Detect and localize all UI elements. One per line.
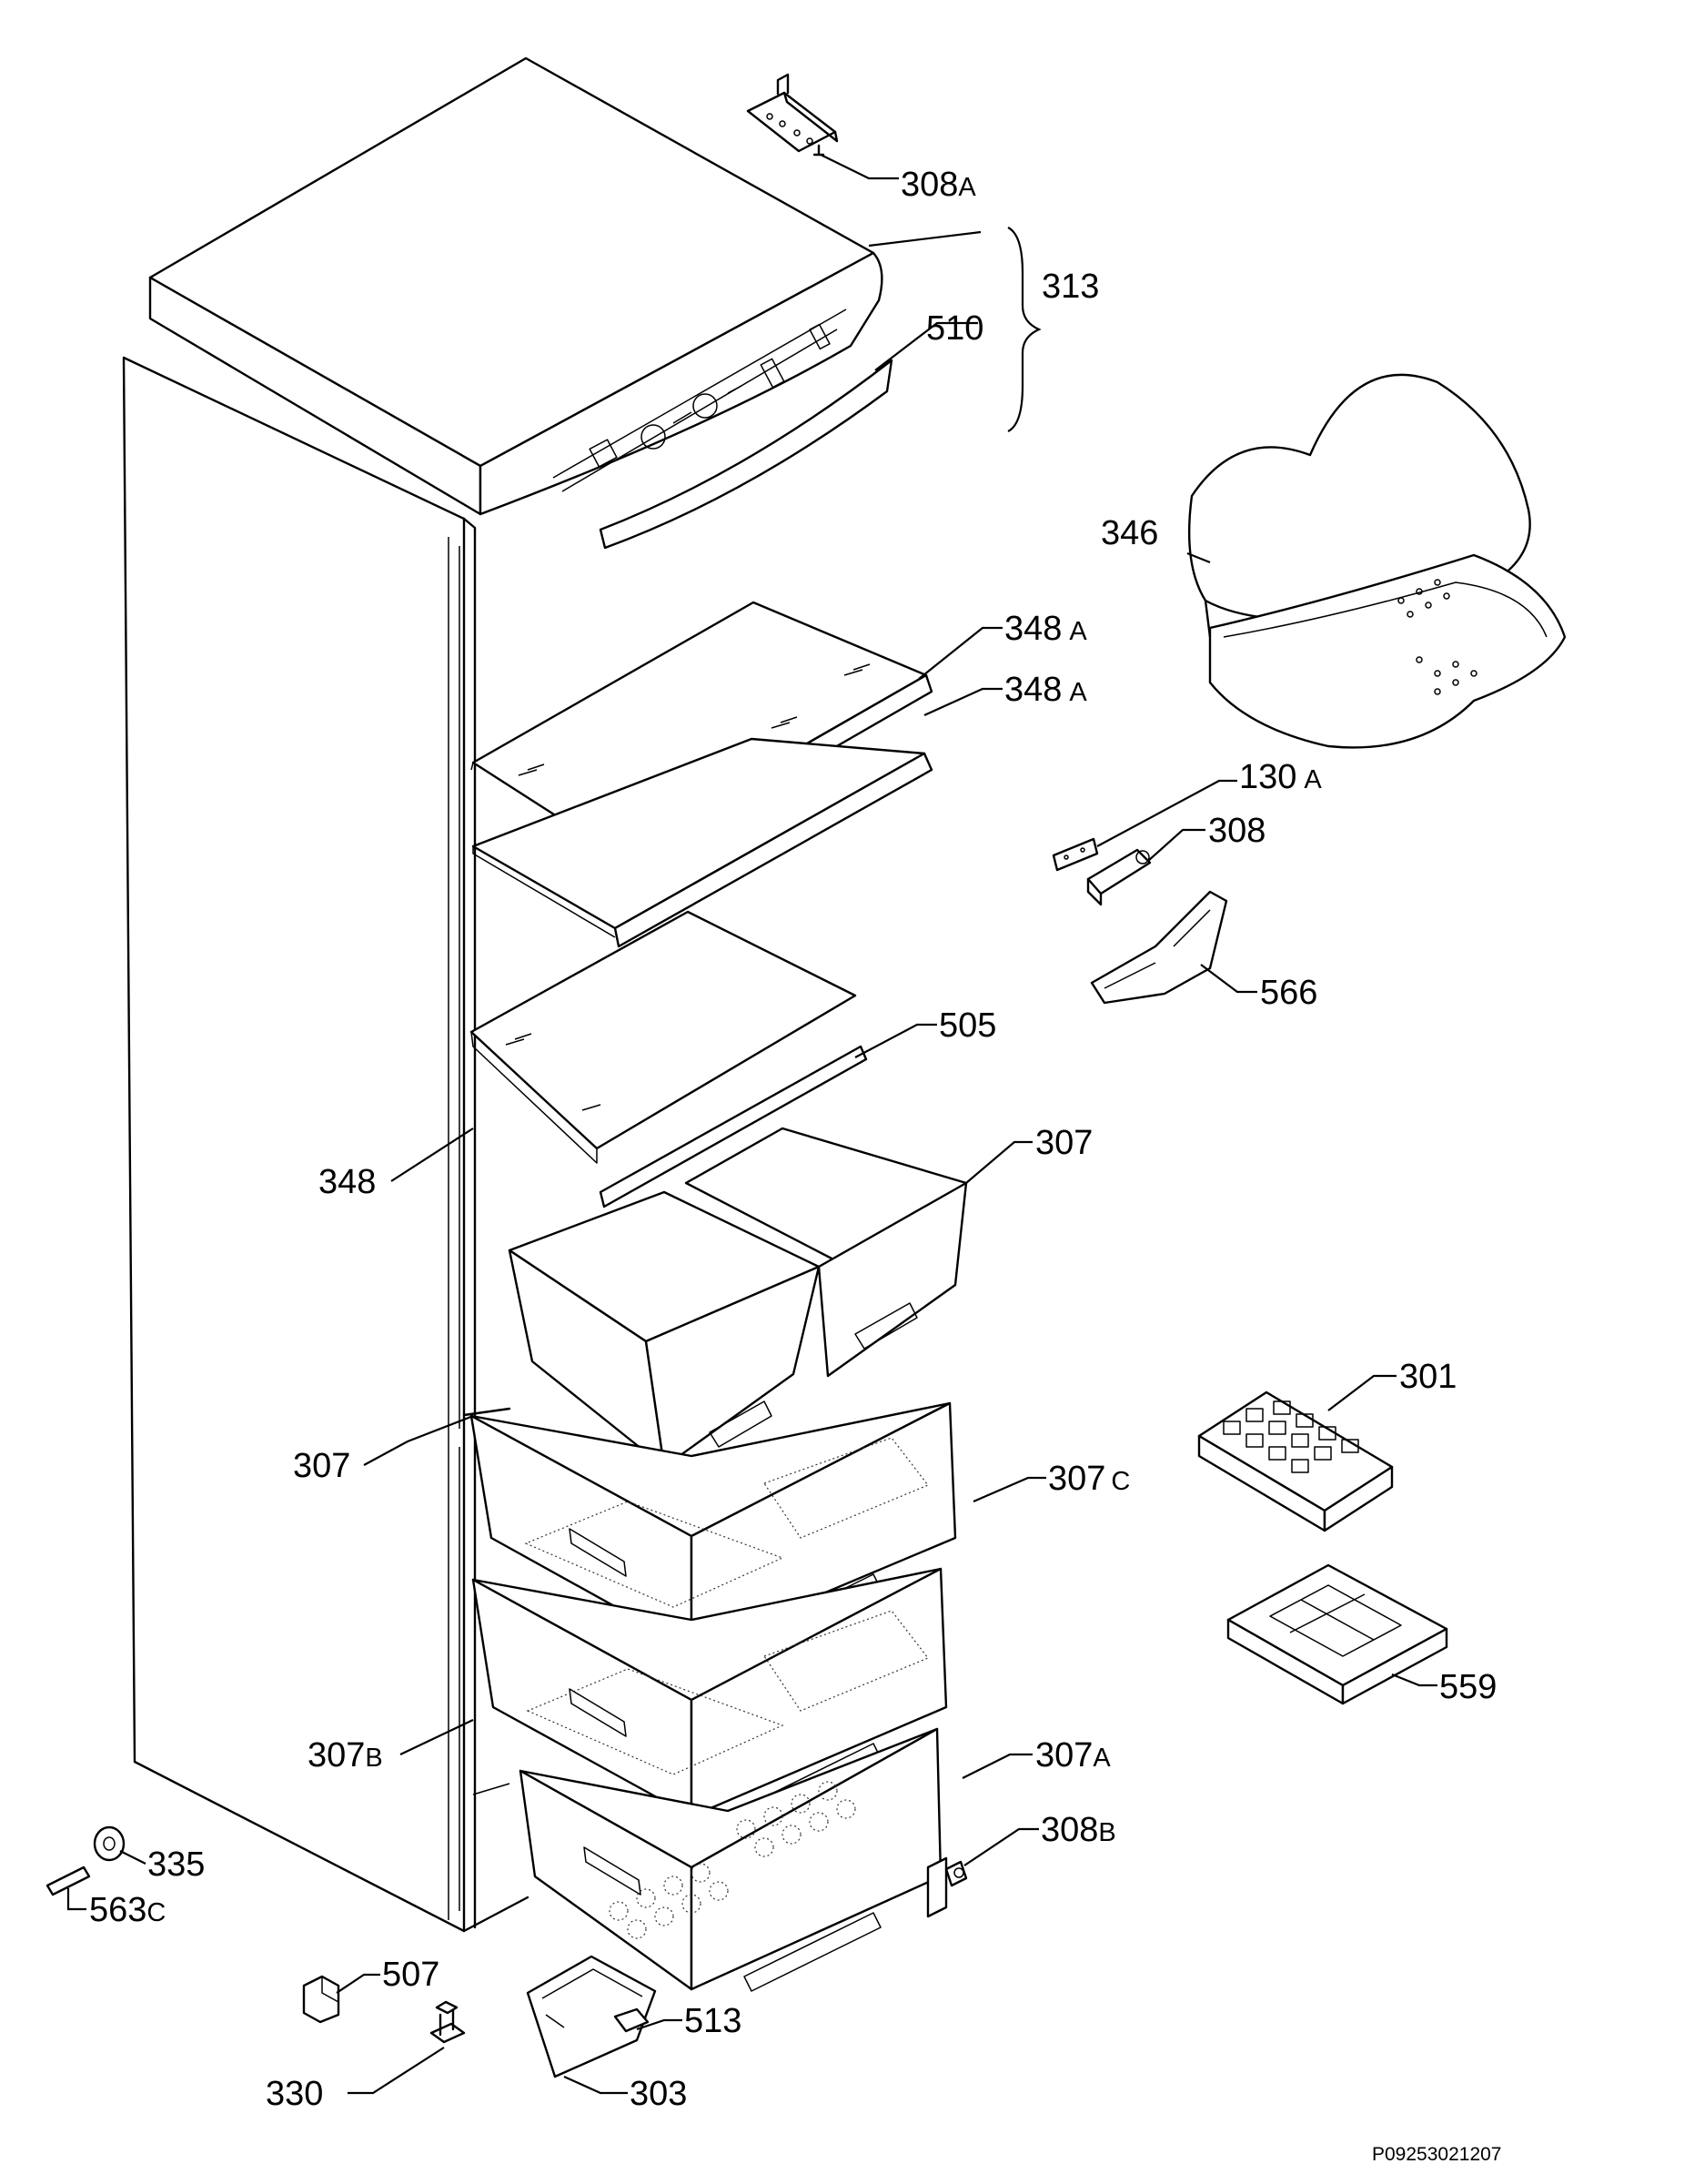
- label-505: 505: [939, 1006, 996, 1045]
- hinge-308: [1086, 848, 1152, 906]
- foot-330: [429, 2000, 466, 2044]
- label-348: 348: [318, 1163, 376, 1201]
- drawing-code: P09253021207: [1372, 2144, 1501, 2165]
- freezer-drawer-307b: [471, 1567, 948, 1823]
- label-303: 303: [630, 2075, 687, 2113]
- freezer-drawer-307c: [469, 1401, 957, 1653]
- label-307a: 307A: [1035, 1736, 1111, 1774]
- bracket-507: [302, 1975, 340, 2024]
- kick-plate-303: [526, 1955, 657, 2078]
- label-301: 301: [1399, 1358, 1457, 1396]
- label-307-left: 307: [293, 1447, 350, 1485]
- trim-strip-510: [599, 359, 893, 550]
- bush-335: [93, 1825, 126, 1862]
- top-cover-313: [148, 56, 883, 516]
- label-559: 559: [1439, 1668, 1497, 1706]
- label-307b: 307B: [308, 1736, 383, 1774]
- clip-513: [613, 2007, 650, 2033]
- label-307-right: 307: [1035, 1124, 1093, 1162]
- hinge-308a: [746, 73, 839, 157]
- label-313: 313: [1042, 268, 1099, 306]
- ice-pack-559: [1226, 1563, 1448, 1705]
- label-563c: 563C: [89, 1891, 166, 1929]
- hinge-308b: [926, 1856, 968, 1918]
- shelf-trim-505: [599, 1045, 868, 1208]
- label-308: 308: [1208, 812, 1266, 850]
- label-335: 335: [147, 1845, 205, 1884]
- crisper-drawer-307-left: [508, 1190, 821, 1469]
- bracket-130a: [1052, 837, 1099, 872]
- container-346: [1187, 373, 1567, 749]
- label-308b: 308B: [1041, 1811, 1116, 1849]
- label-308a: 308A: [901, 166, 976, 204]
- label-346: 346: [1101, 514, 1158, 552]
- glass-shelf-348: [469, 910, 857, 1164]
- ice-scoop-566: [1090, 890, 1228, 1005]
- label-566: 566: [1260, 974, 1317, 1012]
- label-513: 513: [684, 2002, 741, 2040]
- pin-563c: [45, 1866, 91, 1896]
- label-330: 330: [266, 2075, 323, 2113]
- cabinet-body: [122, 356, 529, 1933]
- label-510: 510: [926, 309, 983, 348]
- freezer-drawer-307a: [519, 1727, 943, 1992]
- glass-shelf-348a-lower: [471, 737, 933, 948]
- label-507: 507: [382, 1956, 439, 1994]
- ice-tray-301: [1197, 1390, 1394, 1532]
- leader-lines: [66, 154, 1437, 2095]
